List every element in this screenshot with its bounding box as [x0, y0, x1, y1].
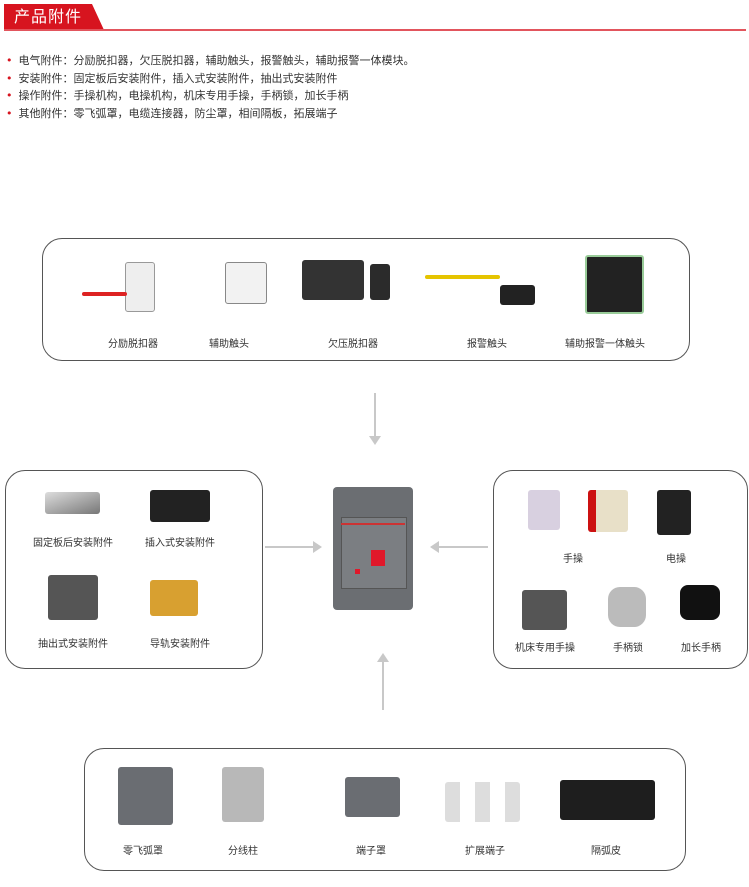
- label-alarm-contact: 报警触头: [467, 339, 507, 350]
- yellow-wires-image: [425, 275, 500, 279]
- shunt-release-image: [125, 262, 155, 312]
- arrow-right: [265, 546, 315, 548]
- label-plug-in-mount: 插入式安装附件: [145, 538, 215, 549]
- label-motor-operator: 电操: [666, 554, 686, 565]
- terminal-cover-image: [345, 777, 400, 817]
- aux-alarm-module-image: [585, 255, 644, 314]
- red-wires-image: [82, 292, 127, 296]
- label-draw-out-mount: 抽出式安装附件: [38, 639, 108, 650]
- rear-mount-image: [45, 492, 100, 514]
- label-rail-mount: 导轨安装附件: [150, 639, 210, 650]
- label-arc-cover: 零飞弧罩: [123, 846, 163, 857]
- other-accessories-panel: [84, 748, 686, 871]
- arrow-up-head: [377, 653, 389, 662]
- motor-operator-image: [657, 490, 691, 535]
- mounting-accessories-panel: [5, 470, 263, 669]
- handle-operator-2-image: [588, 490, 628, 532]
- handle-operator-image: [528, 490, 560, 530]
- extension-terminal-image: [445, 782, 520, 822]
- label-handle-operator: 手操: [563, 554, 583, 565]
- label-arc-barrier: 隔弧皮: [591, 846, 621, 857]
- section-header: 产品附件: [4, 4, 104, 30]
- extended-handle-image: [680, 585, 720, 620]
- label-shunt-release: 分励脱扣器: [108, 339, 158, 350]
- undervoltage-release-image: [302, 260, 364, 300]
- circuit-breaker-image: [333, 487, 413, 610]
- label-extension-terminal: 扩展端子: [465, 846, 505, 857]
- arrow-right-head: [313, 541, 322, 553]
- rail-mount-image: [150, 580, 198, 616]
- label-rear-mount: 固定板后安装附件: [33, 538, 113, 549]
- alarm-contact-image: [500, 285, 535, 305]
- label-aux-alarm-contact: 辅助报警一体触头: [565, 339, 645, 350]
- label-terminal-connector: 分线柱: [228, 846, 258, 857]
- arrow-down: [374, 393, 376, 438]
- label-handle-lock: 手柄锁: [613, 643, 643, 654]
- draw-out-mount-image: [48, 575, 98, 620]
- header-divider: [4, 29, 746, 31]
- plug-in-mount-image: [150, 490, 210, 522]
- arrow-left-head: [430, 541, 439, 553]
- arrow-down-head: [369, 436, 381, 445]
- accessory-list: 电气附件：分励脱扣器，欠压脱扣器，辅助触头，报警触头，辅助报警一体模块。 安装附…: [6, 52, 415, 122]
- label-undervoltage-release: 欠压脱扣器: [328, 339, 378, 350]
- operating-accessories-panel: [493, 470, 748, 669]
- section-title: 产品附件: [14, 7, 83, 26]
- undervoltage-module-image: [370, 264, 390, 300]
- label-auxiliary-contact: 辅助触头: [209, 339, 249, 350]
- auxiliary-contact-image: [225, 262, 267, 304]
- arc-cover-image: [118, 767, 173, 825]
- terminal-connector-image: [222, 767, 264, 822]
- list-item: 安装附件：固定板后安装附件，插入式安装附件，抽出式安装附件: [6, 70, 415, 88]
- electrical-accessories-panel: [42, 238, 690, 361]
- arrow-left: [438, 546, 488, 548]
- list-item: 电气附件：分励脱扣器，欠压脱扣器，辅助触头，报警触头，辅助报警一体模块。: [6, 52, 415, 70]
- label-extended-handle: 加长手柄: [681, 643, 721, 654]
- list-item: 操作附件：手操机构，电操机构，机床专用手操，手柄锁，加长手柄: [6, 87, 415, 105]
- label-terminal-cover: 端子罩: [356, 846, 386, 857]
- handle-lock-image: [608, 587, 646, 627]
- label-machine-tool-handle: 机床专用手操: [515, 643, 575, 654]
- arc-barrier-image: [560, 780, 655, 820]
- machine-tool-handle-image: [522, 590, 567, 630]
- list-item: 其他附件：零飞弧罩，电缆连接器，防尘罩，相间隔板，拓展端子: [6, 105, 415, 123]
- arrow-up: [382, 662, 384, 710]
